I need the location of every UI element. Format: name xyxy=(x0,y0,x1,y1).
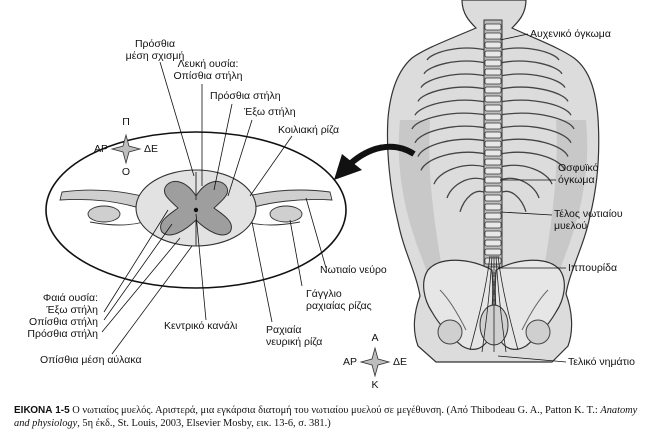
rib-cage xyxy=(411,47,575,212)
rib xyxy=(499,138,569,157)
rib xyxy=(499,151,566,171)
label-anterior-median-fissure: Πρόσθια μέση σχισμή xyxy=(125,38,185,62)
vertebra xyxy=(484,131,502,139)
label-filum-terminale: Τελικό νημάτιο xyxy=(568,356,635,368)
caption-book-title: Anatomy and physiology xyxy=(14,405,638,429)
rib xyxy=(459,190,487,212)
rib xyxy=(499,60,563,75)
vertebra xyxy=(484,77,502,85)
direction-arrow xyxy=(348,143,416,167)
rib xyxy=(499,99,572,116)
vertebra xyxy=(484,23,502,31)
vertebra xyxy=(484,239,502,247)
vertebra xyxy=(484,194,502,202)
rib xyxy=(423,60,487,75)
label-lumbar-enlargement: Οσφυϊκό όγκωμα xyxy=(558,162,599,186)
torso-illustration xyxy=(386,0,600,363)
rib xyxy=(499,86,569,102)
vertebra xyxy=(484,212,502,220)
torso-leader-lines xyxy=(497,33,567,363)
vertebra xyxy=(484,113,502,121)
label-dorsal-root: Ραχιαία νευρική ρίζα xyxy=(266,324,323,348)
vertebra xyxy=(484,50,502,58)
vertebra xyxy=(484,95,502,103)
compass-body-right: ΔΕ xyxy=(393,356,408,368)
rib xyxy=(499,177,540,199)
rib xyxy=(420,151,487,171)
vertebra xyxy=(484,149,502,157)
caption-tail: , 5η έκδ., St. Louis, 2003, Elsevier Mos… xyxy=(77,418,331,429)
rib xyxy=(499,112,575,130)
central-canal xyxy=(193,207,199,213)
section-leader-lines xyxy=(101,61,327,355)
caption-body: Ο νωτιαίος μυελός. Αριστερά, μια εγκάρσι… xyxy=(69,405,601,416)
label-cervical-enlargement: Αυχενικό όγκωμα xyxy=(530,28,611,40)
vertebra xyxy=(484,122,502,130)
vertebra xyxy=(484,68,502,76)
spinal-cord-cross-section xyxy=(59,169,333,247)
compass-section-right: ΔΕ xyxy=(144,143,159,155)
rib xyxy=(499,73,566,88)
label-posterior-median-sulcus: Οπίσθια μέση αύλακα xyxy=(40,354,142,366)
rib xyxy=(499,125,572,144)
rib xyxy=(499,47,560,61)
rib xyxy=(426,47,487,61)
vertebra xyxy=(484,32,502,40)
vertebra xyxy=(484,230,502,238)
rib xyxy=(411,112,487,130)
vertebra xyxy=(484,203,502,211)
label-white-matter: Λευκή ουσία: Οπίσθια στήλη xyxy=(173,58,243,82)
label-spinal-nerve: Νωτιαίο νεύρο xyxy=(320,264,387,276)
vertebra xyxy=(484,248,502,256)
rib xyxy=(414,99,487,116)
label-central-canal: Κεντρικό κανάλι xyxy=(164,320,238,332)
label-lateral-column: Έξω στήλη xyxy=(244,106,296,118)
vertebra xyxy=(484,158,502,166)
label-ganglion: Γάγγλιο ραχιαίας ρίζας xyxy=(306,288,372,312)
vertebra xyxy=(484,185,502,193)
cauda-equina-strands xyxy=(469,255,519,353)
arrow-head xyxy=(334,154,362,180)
vertebra xyxy=(484,221,502,229)
label-gray-matter: Φαιά ουσία: Έξω στήλη Οπίσθια στήλη Πρόσ… xyxy=(27,292,98,340)
vertebra xyxy=(484,176,502,184)
label-anterior-column: Πρόσθια στήλη xyxy=(210,90,281,102)
rib xyxy=(499,190,527,212)
rib xyxy=(417,86,487,102)
vertebra xyxy=(484,167,502,175)
vertebra xyxy=(484,59,502,67)
compass-body-top: Α xyxy=(371,332,379,344)
compass-body-left: ΑΡ xyxy=(342,356,357,368)
compass-section-left: ΑΡ xyxy=(93,143,108,155)
rib xyxy=(433,164,487,185)
dorsal-root-ganglion-right xyxy=(269,205,303,223)
rib xyxy=(420,73,487,88)
vertebra xyxy=(484,104,502,112)
compass-body-bottom: Κ xyxy=(371,379,379,391)
compass-section-top: Π xyxy=(122,116,130,128)
figure-caption: ΕΙΚΟΝΑ 1-5 Ο νωτιαίος μυελός. Αριστερά, … xyxy=(14,404,654,430)
dorsal-root-ganglion-left xyxy=(87,205,121,223)
label-ventral-root: Κοιλιακή ρίζα xyxy=(278,124,340,136)
caption-head: ΕΙΚΟΝΑ 1-5 xyxy=(14,405,70,416)
rib xyxy=(414,125,487,144)
vertebra xyxy=(484,140,502,148)
rib xyxy=(417,138,487,157)
vertebra xyxy=(484,41,502,49)
compass-cross-section-icon xyxy=(110,133,142,165)
compass-body-icon xyxy=(359,346,391,378)
compass-section-bottom: Ο xyxy=(121,166,131,178)
label-cauda-equina: Ιππουρίδα xyxy=(568,262,618,274)
spinal-cord-figure xyxy=(45,0,600,378)
vertebra xyxy=(484,86,502,94)
rib xyxy=(446,177,487,199)
rib xyxy=(499,164,553,185)
label-end-of-cord: Τέλος νωτιαίου μυελού xyxy=(554,208,623,232)
